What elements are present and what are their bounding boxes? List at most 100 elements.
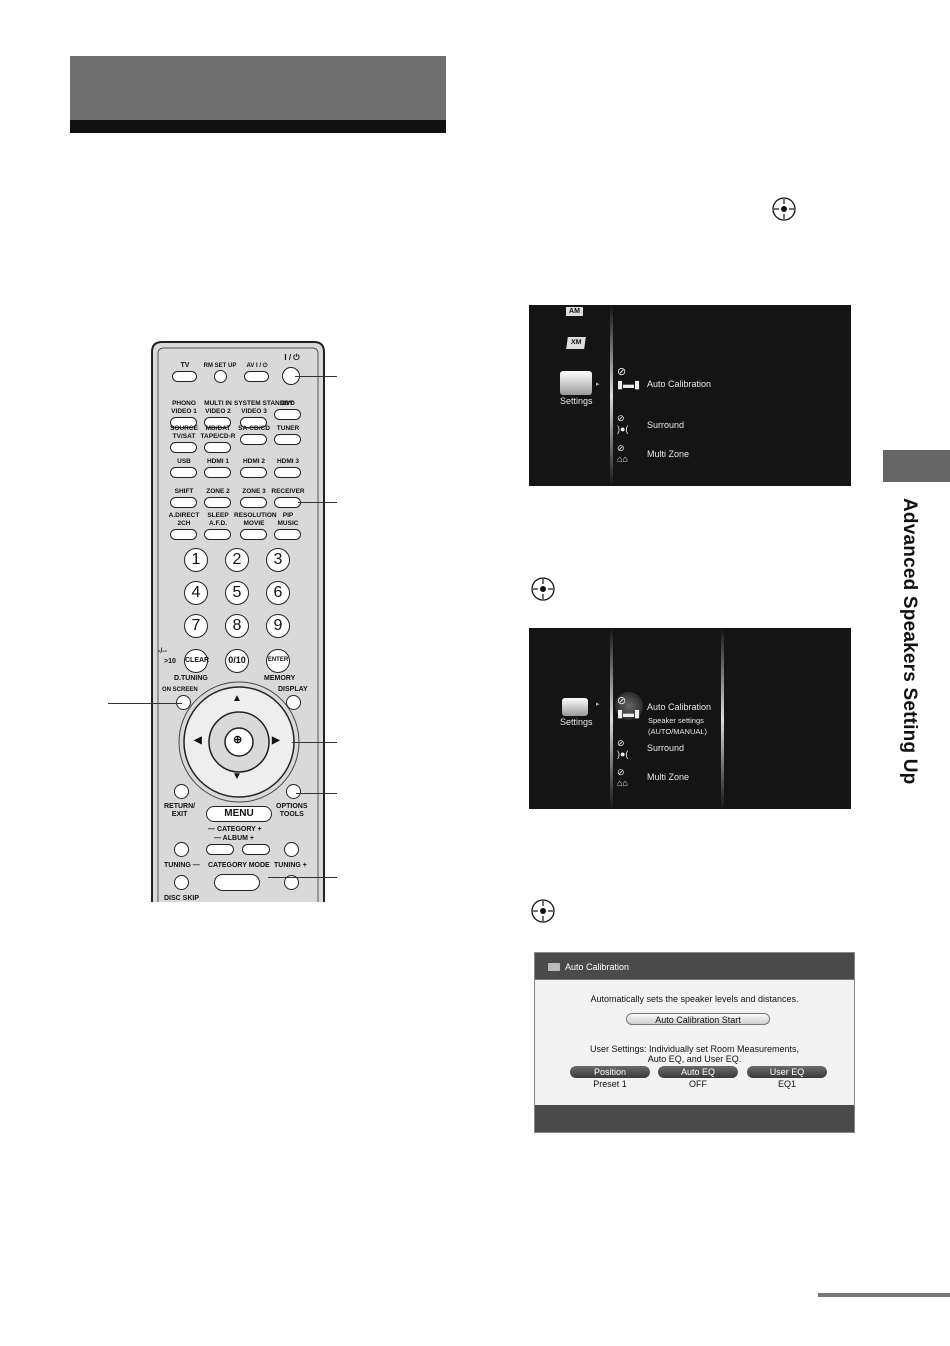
digit-button[interactable]: 3 [266,548,290,572]
position-button[interactable]: Position [570,1066,650,1078]
options-tools-label: OPTIONS TOOLS [276,803,308,818]
tuning-minus-label: TUNING — [164,862,200,869]
user-eq-button[interactable]: User EQ [747,1066,827,1078]
dash-label: -/-- [158,648,167,655]
remote-key-button[interactable] [274,467,301,478]
remote-key-label: HDMI 1 [206,458,230,465]
digit-button[interactable]: 1 [184,548,208,572]
remote-key-button[interactable] [170,442,197,453]
remote-key-button[interactable] [170,417,197,428]
return-icon[interactable] [174,784,189,799]
category-plus-button[interactable] [242,844,270,855]
settings-label: Settings [560,717,593,727]
remote-key-button[interactable] [240,529,267,540]
arrow-left-icon[interactable]: ◀ [194,735,202,746]
remote-key-button[interactable] [170,497,197,508]
clear-button[interactable]: CLEAR [184,649,209,673]
section-title-bar [70,120,446,133]
digit-button[interactable]: 7 [184,614,208,638]
enter-button[interactable]: ENTER [266,649,290,673]
menu-item-auto-calibration[interactable]: Auto Calibration [647,702,712,712]
digit-button[interactable]: 5 [225,581,249,605]
divider-glow [721,628,724,809]
next-track-icon[interactable] [284,842,299,857]
menu-screen-1: AM XM Settings ▸ ⊘▮▬▮ Auto Calibration ⊘… [529,305,851,486]
remote-key-button[interactable] [274,409,301,420]
arrow-right-icon[interactable]: ▶ [272,735,280,746]
category-minus-button[interactable] [206,844,234,855]
position-value: Preset 1 [593,1079,627,1089]
remote-key-label: SOURCE TV/SAT [170,425,198,440]
menu-item-surround[interactable]: Surround [647,420,685,430]
remote-key-button[interactable] [240,434,267,445]
remote-key-button[interactable] [274,434,301,445]
on-screen-button[interactable] [176,695,191,710]
menu-item-multi-zone[interactable]: Multi Zone [647,772,690,782]
auto-eq-button[interactable]: Auto EQ [658,1066,738,1078]
auto-calibration-header: Auto Calibration [535,953,854,980]
display-button[interactable] [286,695,301,710]
enter-center-icon[interactable]: ⊕ [233,734,243,746]
digit-button[interactable]: 9 [266,614,290,638]
remote-key-label: MD/DAT TAPE/CD-R [200,425,236,440]
d-tuning-label: D.TUNING [174,675,208,682]
remote-control: TV RM SET UP AV I / ⏻ I / ⏻ -/-- >10 CLE… [150,340,326,902]
digit-button[interactable]: 8 [225,614,249,638]
remote-key-label: SLEEP A.F.D. [207,512,229,527]
remote-key-label: SA-CD/CD [238,425,270,432]
remote-key-button[interactable] [274,497,301,508]
auto-calibration-start-button[interactable]: Auto Calibration Start [626,1013,770,1025]
tuning-plus-label: TUNING + [274,862,307,869]
surround-icon: ⊘)●( [617,738,629,759]
remote-key-button[interactable] [204,497,231,508]
remote-key-button[interactable] [170,529,197,540]
menu-item-auto-calibration[interactable]: Auto Calibration [647,379,712,389]
remote-key-label: PIP MUSIC [277,512,299,527]
category-mode-label: CATEGORY MODE [208,862,270,869]
power-label: I / ⏻ [284,353,300,362]
menu-item-multi-zone[interactable]: Multi Zone [647,449,690,459]
submenu-speaker-settings[interactable]: Speaker settings [648,716,704,725]
digit-button[interactable]: 6 [266,581,290,605]
prev-track-icon[interactable] [174,842,189,857]
surround-icon: ⊘)●( [617,413,629,434]
remote-key-button[interactable] [204,442,231,453]
user-settings-text-2: Auto EQ, and User EQ. [647,1054,742,1064]
chapter-label: Advanced Speakers Setting Up [899,498,920,785]
remote-key-button[interactable] [240,417,267,428]
arrow-up-icon[interactable]: ▲ [232,693,242,704]
tv-button[interactable] [172,371,197,382]
continue-rule [818,1293,950,1297]
remote-key-button[interactable] [170,467,197,478]
callout-line [292,742,337,743]
menu-item-surround[interactable]: Surround [647,743,685,753]
remote-key-button[interactable] [240,467,267,478]
remote-key-label: ZONE 3 [242,488,266,495]
remote-key-button[interactable] [240,497,267,508]
menu-button[interactable]: MENU [206,806,272,822]
remote-key-button[interactable] [204,467,231,478]
av-power-button[interactable] [244,371,269,382]
xm-icon: XM [566,337,586,349]
fast-forward-icon[interactable] [284,875,299,890]
remote-key-button[interactable] [204,529,231,540]
divider-glow [610,305,613,486]
enter-button-icon [531,899,555,923]
zero-button[interactable]: 0/10 [225,649,249,673]
remote-key-label: PHONO VIDEO 1 [171,400,197,415]
rm-set-up-button[interactable] [214,370,227,383]
multi-zone-icon: ⊘⌂⌂ [617,443,628,464]
digit-button[interactable]: 4 [184,581,208,605]
av-power-label: AV I / ⏻ [246,363,268,369]
remote-key-label: MULTI IN VIDEO 2 [204,400,232,415]
options-button[interactable] [286,784,301,799]
divider-glow [610,628,613,809]
multi-zone-icon: ⊘⌂⌂ [617,767,628,788]
play-button[interactable] [214,874,260,891]
remote-key-button[interactable] [274,529,301,540]
arrow-down-icon[interactable]: ▼ [232,771,242,782]
rewind-icon[interactable] [174,875,189,890]
remote-key-button[interactable] [204,417,231,428]
user-settings-text: User Settings: Individually set Room Mea… [589,1044,800,1054]
digit-button[interactable]: 2 [225,548,249,572]
